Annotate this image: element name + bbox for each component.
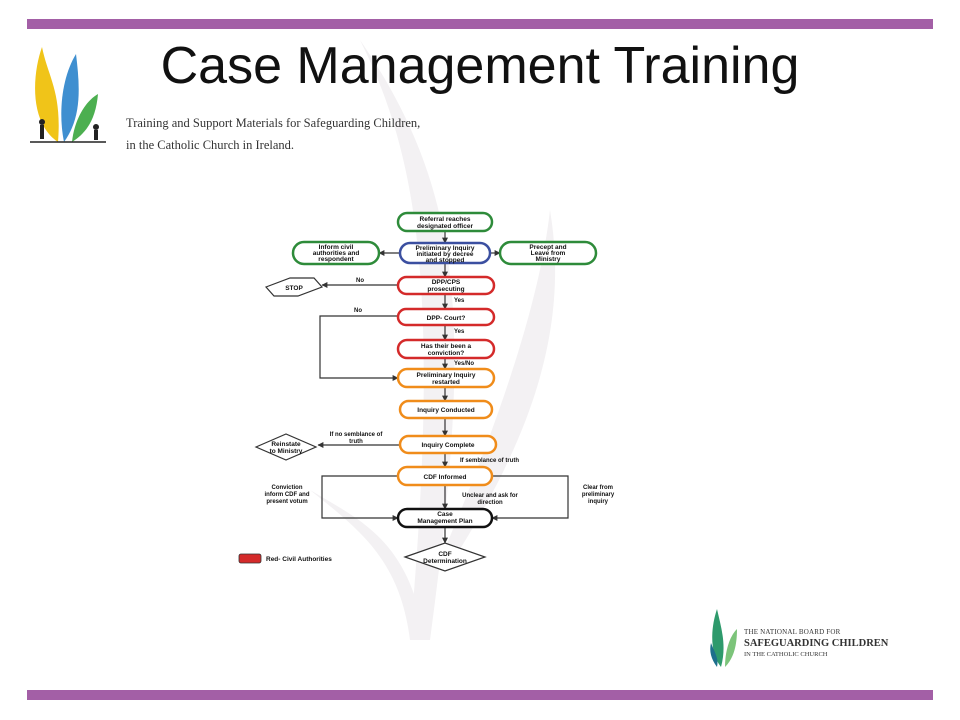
node-conducted-label: Inquiry Conducted [417, 407, 474, 414]
node-cdf-determination: CDF Determination [403, 542, 487, 572]
edge-no-semblance-line2: truth [349, 439, 363, 445]
node-cdf-informed-label: CDF Informed [424, 474, 467, 481]
edge-unclear-line1: Unclear and ask for [462, 493, 518, 499]
node-stop-label: STOP [285, 285, 303, 292]
edge-dpp-no: No [356, 278, 364, 284]
top-accent-bar [27, 19, 933, 29]
node-inform-civil: Inform civil authorities and respondent [291, 240, 381, 266]
node-dpp-cps: DPP/CPS prosecuting [396, 275, 496, 296]
edge-conviction-left-line1: Conviction [272, 485, 303, 491]
legend: Red- Civil Authorities [238, 553, 332, 564]
edge-clear-right-line3: inquiry [588, 499, 609, 505]
slide-title: Case Management Training [160, 37, 800, 95]
node-preliminary-inquiry: Preliminary Inquiry initiated by decree … [398, 241, 492, 265]
national-board-line-3: IN THE CATHOLIC CHURCH [744, 651, 828, 658]
flow-connectors [317, 231, 569, 544]
edge-semblance: If semblance of truth [460, 458, 519, 464]
node-cmp-line1: Case [437, 511, 453, 518]
node-preliminary-line1: Preliminary Inquiry [416, 245, 475, 252]
node-determination-line2: Determination [423, 558, 467, 565]
national-board-line-2: SAFEGUARDING CHILDREN [744, 638, 889, 649]
edge-unclear-line2: direction [477, 500, 503, 506]
node-stop: STOP [264, 277, 324, 297]
edge-conviction-left-line2: inform CDF and [265, 492, 310, 498]
background-watermark [310, 40, 556, 640]
node-referral-line2: designated officer [417, 223, 473, 230]
node-referral-line1: Referral reaches [420, 216, 471, 223]
national-board-line-1: THE NATIONAL BOARD FOR [744, 628, 841, 636]
node-conviction: Has their been a conviction? [396, 338, 496, 360]
node-reinstate-line2: to Ministry [270, 448, 303, 455]
safeguarding-flame-logo [30, 47, 106, 143]
edge-clear-right-line1: Clear from [583, 485, 613, 491]
legend-red-swatch [238, 553, 262, 564]
node-preliminary-line3: and stopped [426, 257, 465, 264]
node-determination-line1: CDF [438, 551, 451, 558]
node-inquiry-conducted: Inquiry Conducted [398, 399, 494, 420]
edge-no-semblance-line1: If no semblance of [330, 432, 384, 438]
node-cmp-line2: Management Plan [417, 518, 472, 525]
node-precept-line2: Leave from [531, 250, 566, 257]
node-precept: Precept and Leave from Ministry [498, 240, 598, 266]
node-restarted-line2: restarted [432, 379, 460, 386]
edge-court-yes: Yes [454, 329, 465, 335]
legend-label: Red- Civil Authorities [266, 556, 332, 563]
slide-subtitle: Training and Support Materials for Safeg… [126, 112, 420, 156]
node-conviction-line2: conviction? [428, 350, 465, 357]
node-inquiry-complete: Inquiry Complete [398, 434, 498, 455]
node-referral: Referral reaches designated officer [396, 211, 494, 233]
node-precept-line3: Ministry [536, 256, 561, 263]
node-conviction-line1: Has their been a [421, 343, 472, 350]
national-board-name: THE NATIONAL BOARD FOR SAFEGUARDING CHIL… [744, 628, 888, 658]
edge-labels: No Yes No Yes Yes/No If no semblance of … [265, 278, 615, 506]
node-cdf-informed: CDF Informed [396, 465, 494, 487]
node-inform-line3: respondent [318, 256, 354, 263]
node-restarted-line1: Preliminary Inquiry [417, 372, 476, 379]
edge-dpp-yes: Yes [454, 298, 465, 304]
edge-court-no: No [354, 308, 362, 314]
node-inquiry-restarted: Preliminary Inquiry restarted [396, 367, 496, 389]
node-reinstate-line1: Reinstate [271, 441, 301, 448]
node-preliminary-line2: initiated by decree [416, 251, 473, 258]
edge-clear-right-line2: preliminary [582, 492, 615, 498]
node-dpp-line2: prosecuting [427, 286, 464, 293]
edge-conviction-left-line3: present votum [266, 499, 307, 505]
node-complete-label: Inquiry Complete [421, 442, 474, 449]
node-case-management-plan: Case Management Plan [396, 507, 494, 529]
node-inform-line1: Inform civil [319, 244, 354, 251]
node-inform-line2: authorities and [313, 250, 360, 257]
node-court-label: DPP- Court? [427, 315, 466, 322]
node-reinstate: Reinstate to Ministry [254, 433, 318, 461]
subtitle-line-2: in the Catholic Church in Ireland. [126, 138, 295, 152]
edge-conviction-yes-no: Yes/No [454, 361, 474, 367]
bottom-accent-bar [27, 690, 933, 700]
node-dpp-line1: DPP/CPS [432, 279, 461, 286]
node-dpp-court: DPP- Court? [396, 307, 496, 327]
subtitle-line-1: Training and Support Materials for Safeg… [126, 116, 421, 130]
national-board-flame-logo [710, 609, 737, 667]
node-precept-line1: Precept and [529, 244, 566, 251]
